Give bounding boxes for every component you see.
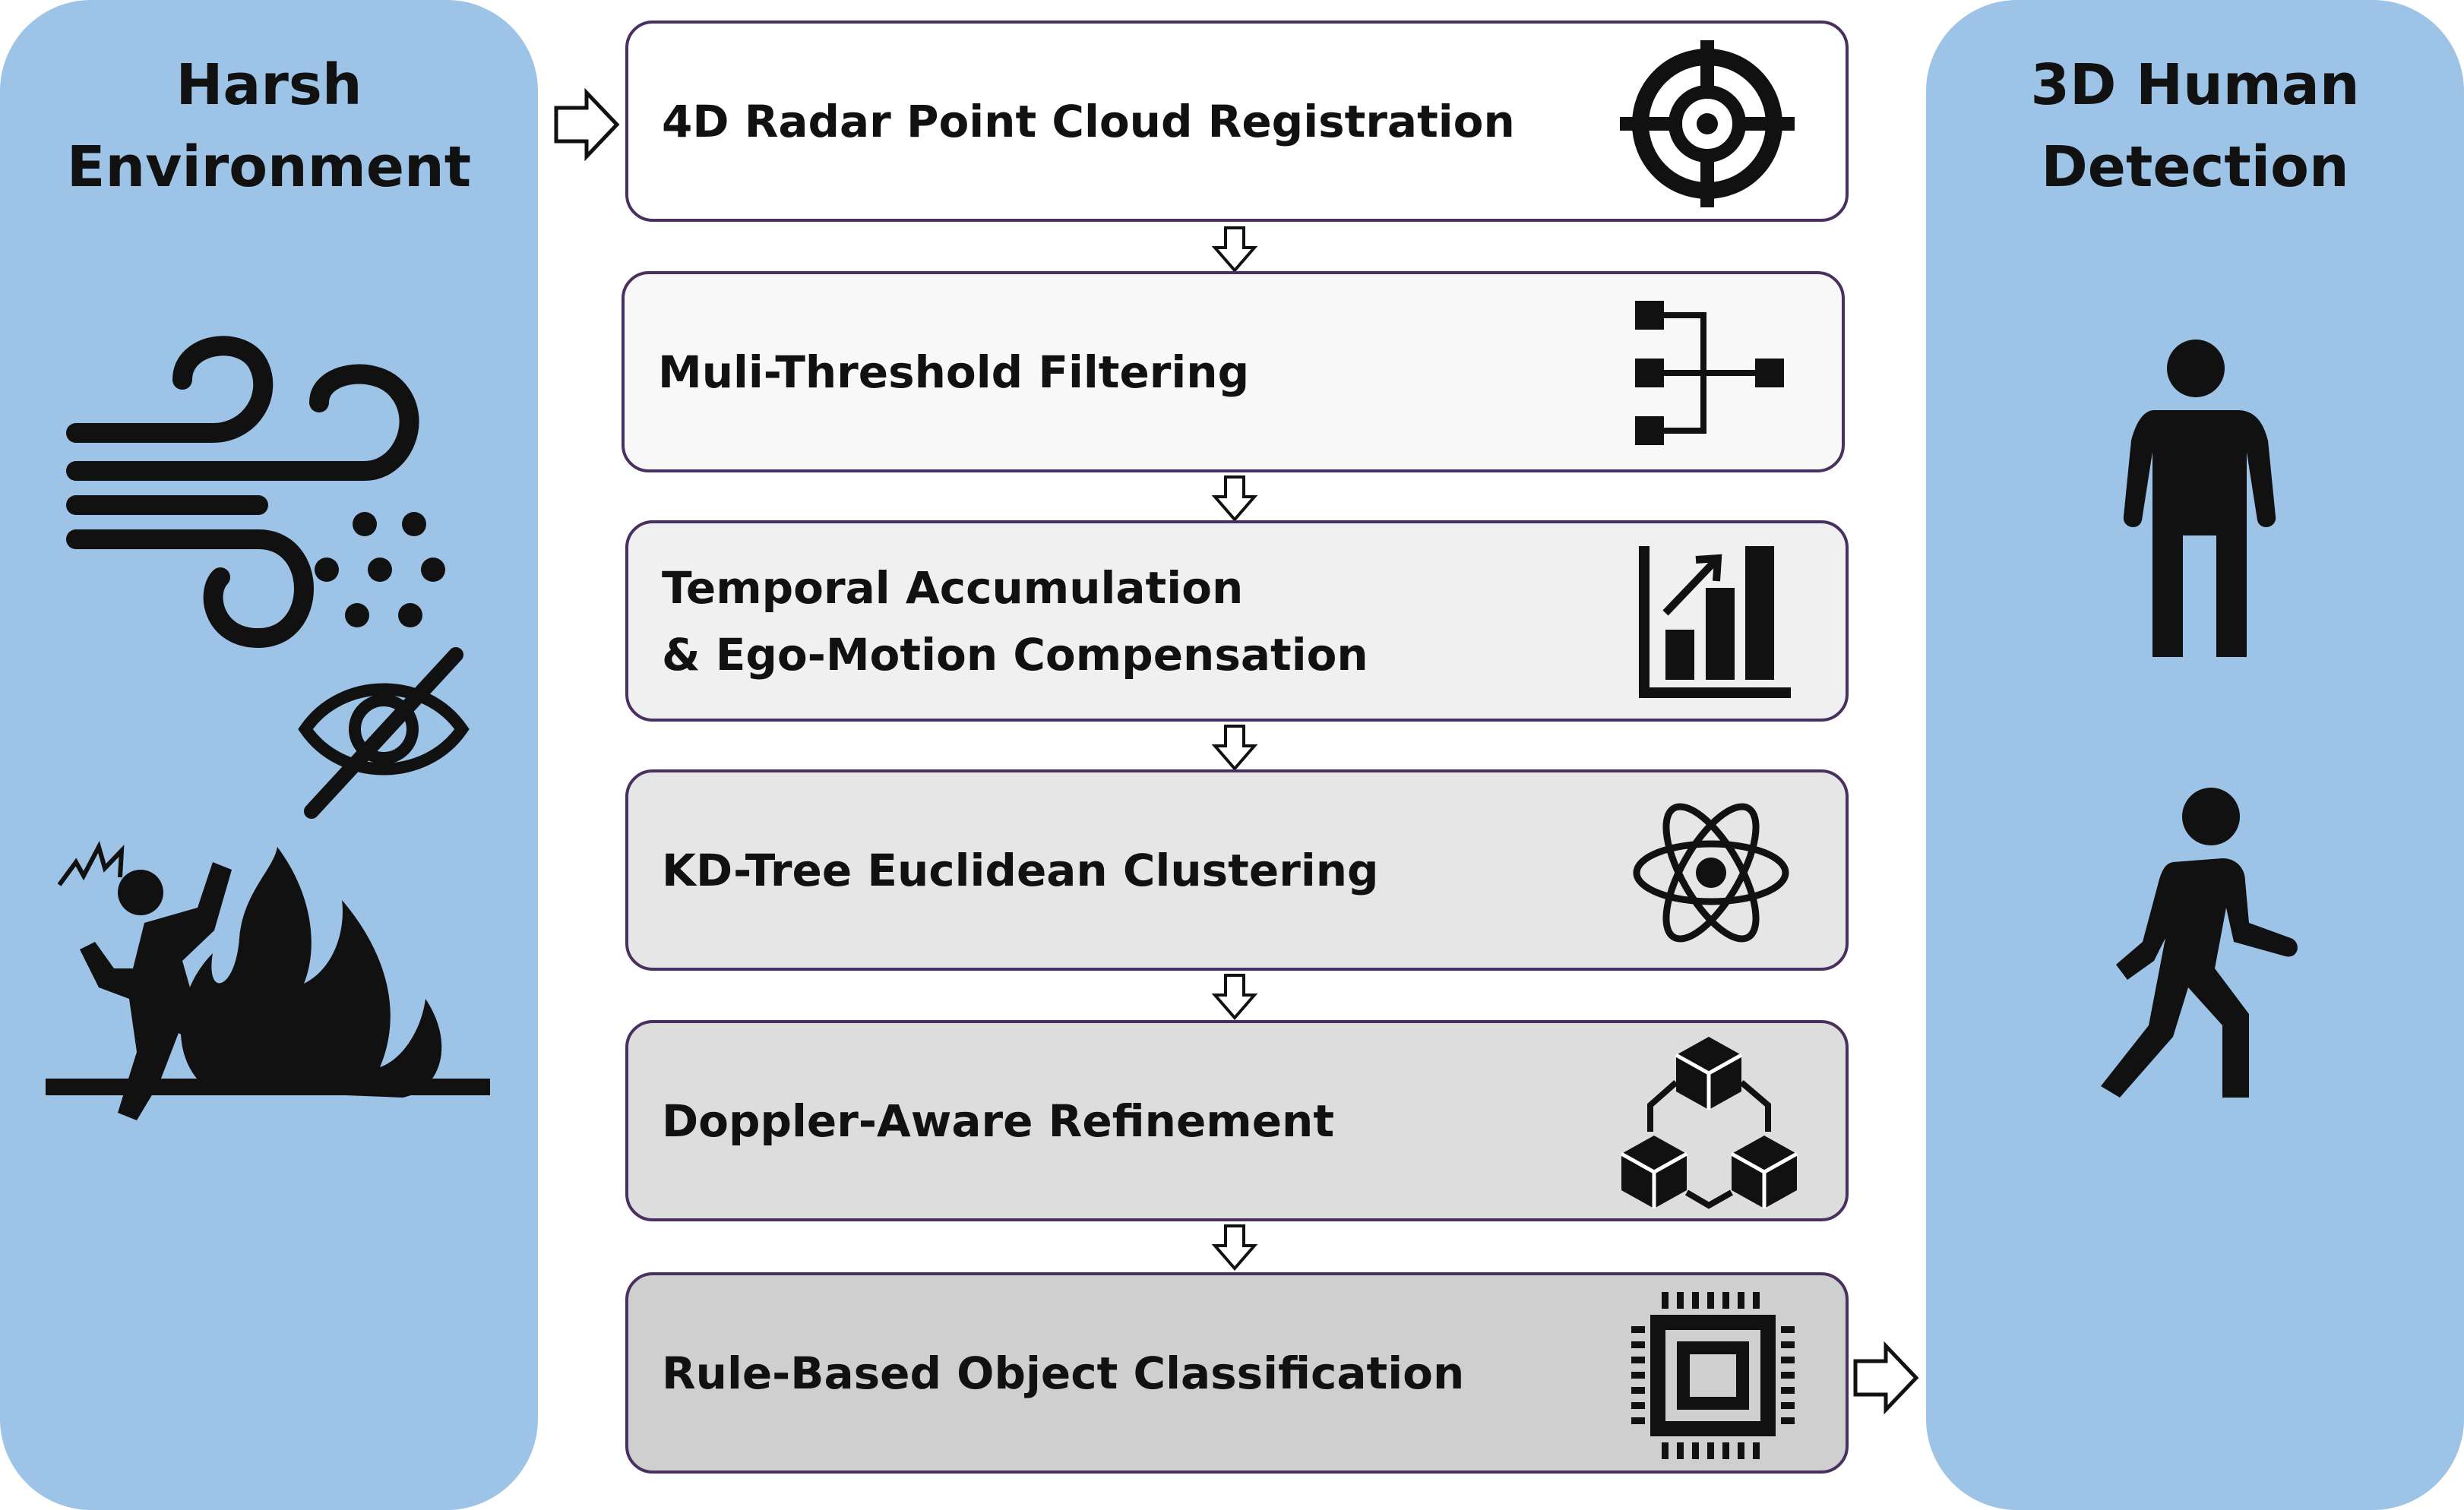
filter-tree-icon (1635, 301, 1784, 445)
step-point-cloud-registration: 4D Radar Point Cloud Registration (625, 21, 1849, 222)
harsh-environment-title: Harsh Environment (66, 52, 472, 200)
step-multi-threshold-filtering: Muli-Threshold Filtering (622, 271, 1845, 472)
wind-dust-icon (66, 336, 445, 649)
step-doppler-refinement: Doppler-Aware Refinement (625, 1020, 1849, 1221)
walking-person-icon (2101, 788, 2298, 1098)
step-kd-tree-clustering: KD-Tree Euclidean Clustering (625, 769, 1849, 971)
input-arrow (554, 87, 620, 162)
down-arrow-3 (1211, 725, 1258, 772)
person-fire-icon (46, 840, 490, 1120)
down-arrow-4 (1211, 974, 1258, 1021)
3d-human-detection-title: 3D Human Detection (2030, 52, 2360, 200)
eye-off-icon (298, 647, 470, 819)
3d-human-detection-panel: 3D Human Detection (1926, 0, 2464, 1510)
target-icon (1620, 40, 1795, 207)
step-label: Muli-Threshold Filtering (658, 346, 1250, 398)
blockchain-cubes-icon (1620, 1037, 1798, 1209)
down-arrow-5 (1211, 1224, 1258, 1271)
standing-person-icon (2123, 340, 2276, 657)
step-label: Doppler-Aware Refinement (662, 1095, 1335, 1147)
step-temporal-accumulation: Temporal Accumulation & Ego-Motion Compe… (625, 520, 1849, 722)
step-label: Rule-Based Object Classification (662, 1347, 1465, 1399)
step-rule-based-classification: Rule-Based Object Classification (625, 1272, 1849, 1474)
step-label: Temporal Accumulation & Ego-Motion Compe… (662, 561, 1368, 681)
down-arrow-1 (1211, 226, 1258, 273)
step-label: 4D Radar Point Cloud Registration (662, 95, 1515, 147)
step-label: KD-Tree Euclidean Clustering (662, 844, 1379, 896)
growth-chart-icon (1639, 546, 1791, 698)
harsh-environment-panel: Harsh Environment (0, 0, 538, 1510)
output-arrow (1853, 1341, 1919, 1415)
atom-icon (1633, 803, 1789, 943)
down-arrow-2 (1211, 475, 1258, 523)
processor-chip-icon (1631, 1292, 1795, 1459)
